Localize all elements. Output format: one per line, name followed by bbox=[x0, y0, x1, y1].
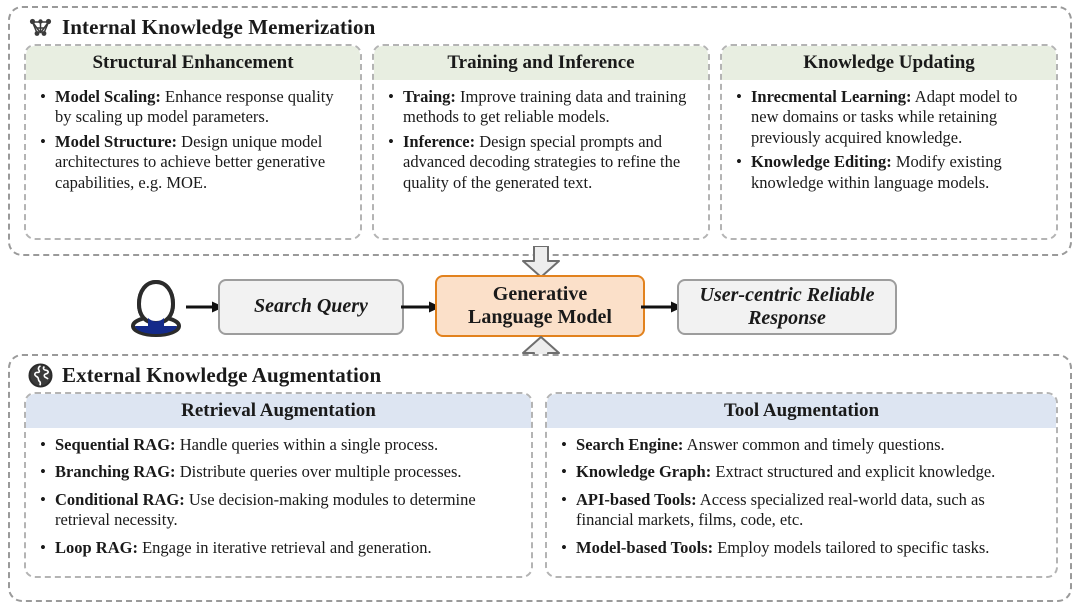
bullet-term: Traing: bbox=[403, 86, 456, 106]
neural-network-icon bbox=[28, 15, 53, 40]
list-item: Conditional RAG: Use decision-making mod… bbox=[38, 489, 521, 531]
card-retrieval-augmentation: Retrieval Augmentation Sequential RAG: H… bbox=[24, 392, 534, 578]
external-knowledge-section: External Knowledge Augmentation Retrieva… bbox=[8, 354, 1072, 602]
bullet-term: Model-based Tools: bbox=[576, 537, 714, 557]
bullet-term: Knowledge Editing: bbox=[751, 152, 892, 172]
internal-cards-row: Structural Enhancement Model Scaling: En… bbox=[10, 42, 1070, 240]
bullet-term: Model Scaling: bbox=[55, 86, 161, 106]
generative-language-model-box[interactable]: Generative Language Model bbox=[435, 275, 645, 337]
bullet-text: Enhance response quality by scaling up m… bbox=[55, 86, 334, 127]
card-structural-enhancement: Structural Enhancement Model Scaling: En… bbox=[24, 44, 362, 240]
bullet-term: Loop RAG: bbox=[55, 537, 138, 557]
list-item: Sequential RAG: Handle queries within a … bbox=[38, 434, 521, 456]
list-item: Model Scaling: Enhance response quality … bbox=[38, 86, 350, 128]
card-body-knowledge-updating: Inrecmental Learning: Adapt model to new… bbox=[722, 80, 1056, 199]
list-item: Traing: Improve training data and traini… bbox=[386, 86, 698, 128]
generative-model-line1: Generative bbox=[492, 282, 588, 305]
list-item: Search Engine: Answer common and timely … bbox=[559, 434, 1046, 456]
response-line1: User-centric Reliable bbox=[699, 283, 875, 306]
internal-knowledge-section: Internal Knowledge Memerization Structur… bbox=[8, 6, 1072, 256]
globe-icon bbox=[28, 363, 53, 388]
bullet-text: Adapt model to new domains or tasks whil… bbox=[751, 86, 1018, 147]
list-item: Loop RAG: Engage in iterative retrieval … bbox=[38, 537, 521, 559]
list-item: Model-based Tools: Employ models tailore… bbox=[559, 537, 1046, 559]
card-body-training-and-inference: Traing: Improve training data and traini… bbox=[374, 80, 708, 199]
user-avatar-icon bbox=[128, 274, 184, 338]
card-tool-augmentation: Tool Augmentation Search Engine: Answer … bbox=[545, 392, 1058, 578]
generative-model-line2: Language Model bbox=[468, 306, 612, 328]
card-header-structural-enhancement: Structural Enhancement bbox=[26, 46, 360, 80]
card-training-and-inference: Training and Inference Traing: Improve t… bbox=[372, 44, 710, 240]
bullet-term: Search Engine: bbox=[576, 434, 684, 454]
external-section-title: External Knowledge Augmentation bbox=[62, 362, 382, 387]
user-centric-response-box[interactable]: User-centric Reliable Response bbox=[677, 279, 897, 335]
card-header-retrieval-augmentation: Retrieval Augmentation bbox=[26, 394, 532, 428]
bullet-term: Inrecmental Learning: bbox=[751, 86, 912, 106]
card-knowledge-updating: Knowledge Updating Inrecmental Learning:… bbox=[720, 44, 1058, 240]
card-body-retrieval-augmentation: Sequential RAG: Handle queries within a … bbox=[26, 428, 531, 571]
bullet-text: Employ models tailored to specific tasks… bbox=[713, 537, 990, 557]
bullet-text: Use decision-making modules to determine… bbox=[55, 489, 476, 530]
bullet-text: Handle queries within a single process. bbox=[175, 434, 439, 454]
list-item: Knowledge Editing: Modify existing knowl… bbox=[734, 151, 1046, 193]
bullet-term: Knowledge Graph: bbox=[576, 462, 712, 482]
bullet-text: Extract structured and explicit knowledg… bbox=[711, 462, 996, 482]
bullet-text: Answer common and timely questions. bbox=[683, 434, 945, 454]
card-body-structural-enhancement: Model Scaling: Enhance response quality … bbox=[26, 80, 360, 199]
generative-model-label: Generative Language Model bbox=[468, 283, 612, 329]
bullet-text: Design special prompts and advanced deco… bbox=[403, 131, 681, 192]
card-header-tool-augmentation: Tool Augmentation bbox=[547, 394, 1056, 428]
internal-section-header: Internal Knowledge Memerization bbox=[10, 8, 1070, 42]
external-section-header: External Knowledge Augmentation bbox=[10, 356, 1070, 390]
response-label: User-centric Reliable Response bbox=[700, 284, 875, 330]
bullet-text: Engage in iterative retrieval and genera… bbox=[137, 537, 432, 557]
pipeline-flow: Search Query Generative Language Model U… bbox=[0, 245, 1080, 368]
bullet-term: Model Structure: bbox=[55, 131, 178, 151]
bullet-text: Improve training data and training metho… bbox=[403, 86, 687, 127]
internal-section-title: Internal Knowledge Memerization bbox=[62, 14, 376, 39]
external-cards-row: Retrieval Augmentation Sequential RAG: H… bbox=[10, 390, 1070, 578]
search-query-box[interactable]: Search Query bbox=[218, 279, 404, 335]
bullet-term: API-based Tools: bbox=[576, 489, 697, 509]
block-arrow-down-icon bbox=[522, 245, 560, 278]
bullet-term: Conditional RAG: bbox=[55, 489, 185, 509]
card-header-knowledge-updating: Knowledge Updating bbox=[722, 46, 1056, 80]
bullet-text: Modify existing knowledge within languag… bbox=[751, 152, 1002, 192]
bullet-term: Branching RAG: bbox=[55, 462, 176, 482]
bullet-text: Distribute queries over multiple process… bbox=[175, 462, 462, 482]
bullet-text: Design unique model architectures to ach… bbox=[55, 131, 326, 192]
bullet-term: Inference: bbox=[403, 131, 476, 151]
bullet-term: Sequential RAG: bbox=[55, 434, 176, 454]
card-header-training-and-inference: Training and Inference bbox=[374, 46, 708, 80]
search-query-label: Search Query bbox=[254, 295, 368, 318]
card-body-tool-augmentation: Search Engine: Answer common and timely … bbox=[547, 428, 1056, 571]
list-item: Inference: Design special prompts and ad… bbox=[386, 131, 698, 193]
list-item: Inrecmental Learning: Adapt model to new… bbox=[734, 86, 1046, 148]
bullet-text: Access specialized real-world data, such… bbox=[576, 489, 985, 530]
list-item: Branching RAG: Distribute queries over m… bbox=[38, 461, 521, 483]
list-item: Knowledge Graph: Extract structured and … bbox=[559, 461, 1046, 483]
list-item: API-based Tools: Access specialized real… bbox=[559, 489, 1046, 531]
list-item: Model Structure: Design unique model arc… bbox=[38, 131, 350, 193]
response-line2: Response bbox=[748, 307, 826, 329]
